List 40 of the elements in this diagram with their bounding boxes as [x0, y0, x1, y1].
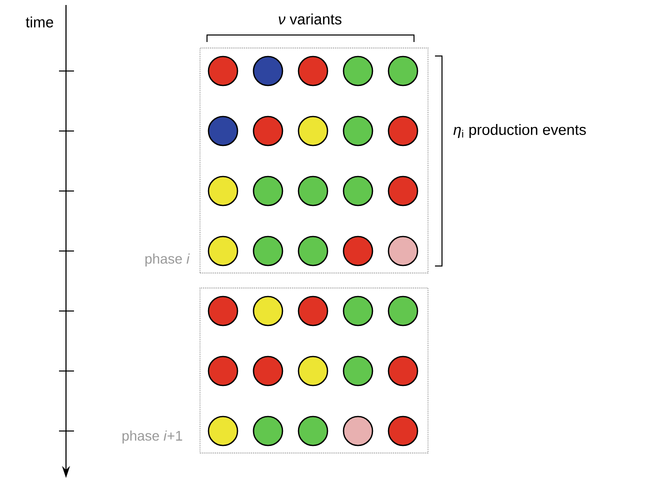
variant-circle	[252, 296, 284, 326]
variant-circle	[252, 116, 284, 146]
variant-circle	[252, 236, 284, 266]
variant-circle	[252, 56, 284, 86]
variant-circle	[208, 296, 238, 326]
variant-circle	[298, 416, 328, 446]
variant-circle	[208, 116, 238, 146]
variant-circle	[208, 56, 238, 86]
variant-circle	[298, 56, 328, 86]
variant-circle	[388, 176, 418, 206]
variant-circle	[208, 176, 238, 206]
variant-circle	[252, 356, 284, 386]
variant-circle	[388, 116, 418, 146]
variant-circle	[342, 356, 374, 386]
variant-circle	[298, 356, 328, 386]
phase-label: phase i	[145, 254, 190, 266]
variant-circle	[298, 116, 328, 146]
axis-label: time	[26, 16, 54, 28]
variant-circle	[342, 116, 374, 146]
variant-circle	[208, 356, 238, 386]
variant-circle	[342, 176, 374, 206]
phase-label: phase i+1	[122, 430, 182, 444]
variant-circle	[388, 296, 418, 326]
variant-circle	[252, 176, 284, 206]
variant-circle	[298, 236, 328, 266]
variant-circle	[342, 416, 374, 446]
variant-circle	[298, 296, 328, 326]
variant-circle	[388, 416, 418, 446]
variant-circle	[208, 236, 238, 266]
variant-circle	[208, 416, 238, 446]
variant-circle	[342, 296, 374, 326]
variant-circle	[388, 236, 418, 266]
variant-circle	[342, 236, 374, 266]
bracket-label: η$_{i}$ production events	[453, 124, 586, 138]
bracket-label: ν variants	[278, 14, 342, 24]
variant-circle	[342, 56, 374, 86]
variant-circle	[388, 356, 418, 386]
variant-circle	[388, 56, 418, 86]
variant-circle	[298, 176, 328, 206]
variant-circle	[252, 416, 284, 446]
